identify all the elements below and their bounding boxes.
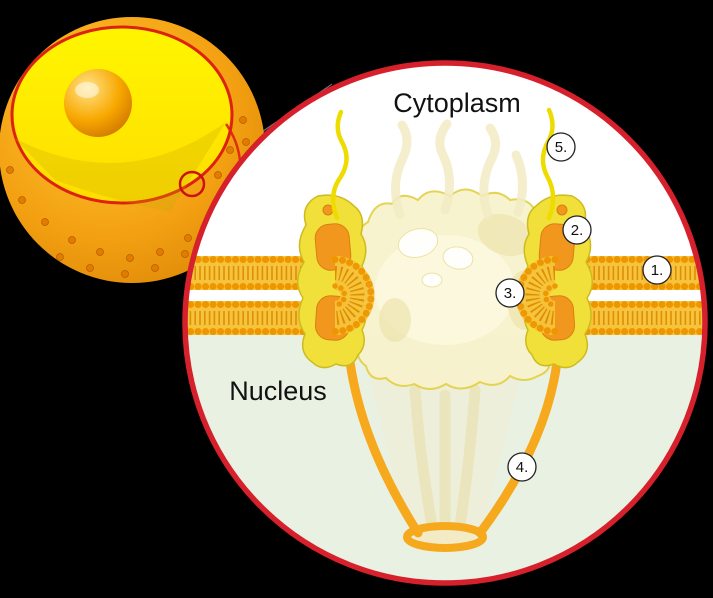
callout-4: 4.: [507, 452, 537, 482]
nuclear-basket: [345, 357, 562, 552]
callout-3-label: 3.: [504, 285, 517, 302]
callout-2-label: 2.: [571, 222, 584, 239]
zoom-ring: [182, 60, 708, 586]
callout-3: 3.: [495, 278, 525, 308]
membrane-pore-rim: [331, 256, 559, 335]
callout-5-label: 5.: [555, 139, 568, 156]
nucleolus-highlight: [75, 82, 99, 98]
cytoplasmic-filaments: [330, 107, 556, 221]
cut-face-shading: [14, 122, 226, 212]
callout-1-label: 1.: [651, 262, 664, 279]
cytoplasm-label: Cytoplasm: [393, 88, 521, 118]
callout-1: 1.: [642, 255, 672, 285]
callouts: 1. 2. 3. 4. 5.: [495, 132, 672, 482]
callout-5: 5.: [546, 132, 576, 162]
nucleus-label: Nucleus: [229, 376, 327, 406]
callout-2: 2.: [562, 215, 592, 245]
zoom-marker-circle: [178, 170, 206, 198]
callout-4-label: 4.: [516, 459, 529, 476]
basket-distal-ring: [403, 522, 487, 552]
nucleolus: [64, 69, 132, 137]
basket-filaments: [345, 357, 562, 538]
pore-channel-openings: [397, 228, 474, 288]
